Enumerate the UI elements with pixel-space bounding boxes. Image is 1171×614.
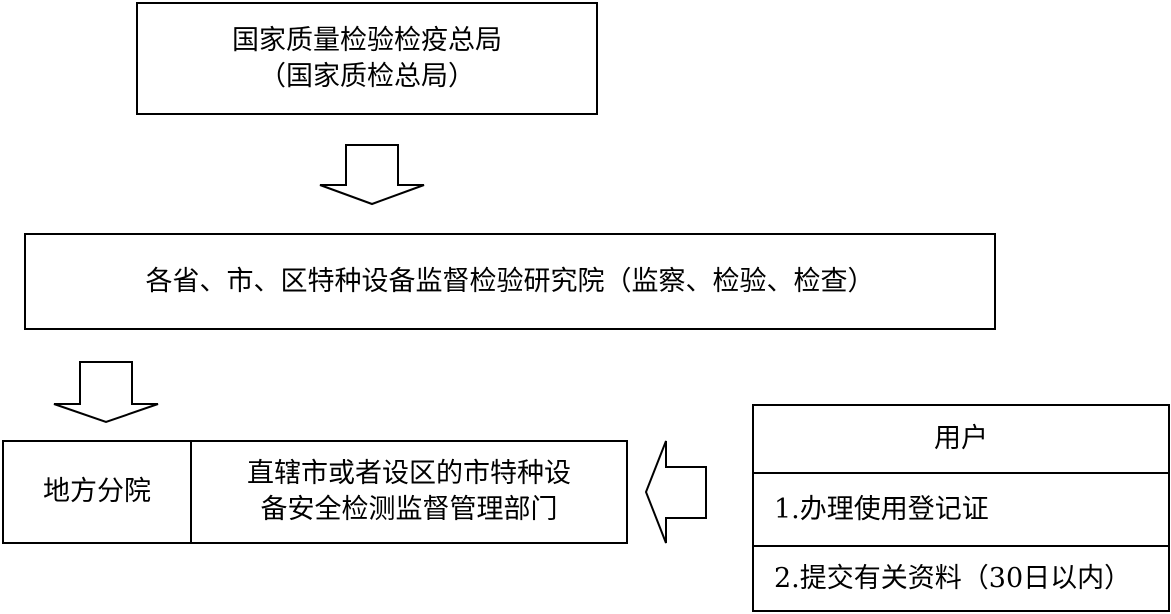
provincial-institute-box: 各省、市、区特种设备监督检验研究院（监察、检验、检查） — [24, 233, 996, 330]
local-branch-label: 地方分院 — [43, 476, 151, 507]
national-bureau-box: 国家质量检验检疫总局 （国家质检总局） — [136, 2, 598, 115]
down-arrow-left-icon — [53, 361, 159, 424]
user-item-registration: 1.办理使用登记证 — [774, 493, 989, 525]
user-box: 用户 1.办理使用登记证 2.提交有关资料（30日以内） — [752, 404, 1170, 612]
national-bureau-abbr: （国家质检总局） — [259, 60, 475, 92]
city-department-line2: 备安全检测监督管理部门 — [260, 494, 558, 525]
user-item-row: 1.办理使用登记证 — [754, 474, 1168, 547]
national-bureau-name: 国家质量检验检疫总局 — [232, 24, 502, 56]
user-item-submit-docs: 2.提交有关资料（30日以内） — [774, 562, 1132, 594]
city-department-line1: 直辖市或者设区的市特种设 — [247, 458, 571, 489]
user-title-row: 用户 — [754, 406, 1168, 474]
user-item-row: 2.提交有关资料（30日以内） — [754, 547, 1168, 610]
down-arrow-top-icon — [319, 144, 425, 206]
provincial-institute-name: 各省、市、区特种设备监督检验研究院（监察、检验、检查） — [145, 265, 875, 297]
left-arrow-icon — [644, 440, 707, 544]
user-title: 用户 — [934, 423, 988, 454]
local-branch-box: 地方分院 直辖市或者设区的市特种设 备安全检测监督管理部门 — [2, 440, 628, 544]
city-department-cell: 直辖市或者设区的市特种设 备安全检测监督管理部门 — [192, 442, 626, 542]
local-branch-label-cell: 地方分院 — [4, 442, 192, 542]
